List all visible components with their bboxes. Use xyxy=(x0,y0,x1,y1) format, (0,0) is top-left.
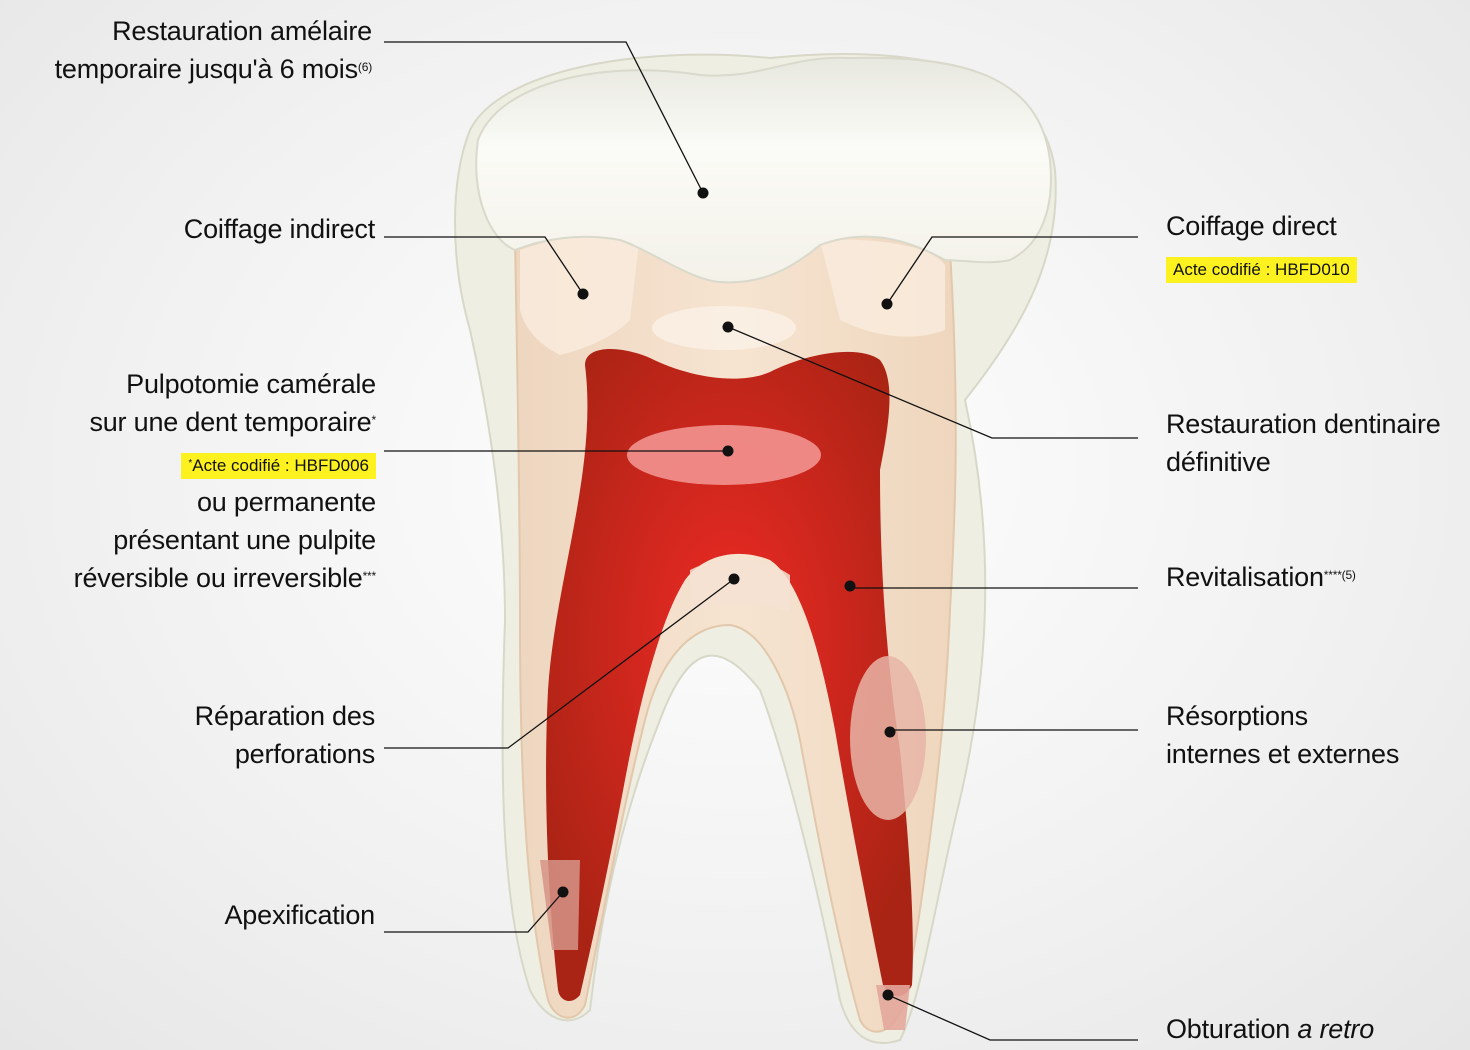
label-obturation: Obturation a retro xyxy=(1166,1010,1374,1048)
code-badge-hbfd006: *Acte codifié : HBFD006 xyxy=(181,453,376,479)
label-restauration-amelaire-line2: temporaire jusqu'à 6 mois xyxy=(55,54,358,84)
dot-apexification xyxy=(558,887,569,898)
dot-restauration-dentinaire xyxy=(723,322,734,333)
label-restauration-dentinaire-line2: définitive xyxy=(1166,443,1441,481)
label-restauration-amelaire: Restauration amélaire temporaire jusqu'à… xyxy=(55,12,372,88)
label-restauration-amelaire-line1: Restauration amélaire xyxy=(55,12,372,50)
label-reparation-line2: perforations xyxy=(195,735,375,773)
dot-revitalisation xyxy=(845,581,856,592)
dot-reparation xyxy=(729,574,740,585)
zone-pulpotomy xyxy=(627,425,821,485)
dot-pulpotomie xyxy=(723,446,734,457)
label-reparation-line1: Réparation des xyxy=(195,697,375,735)
dot-coiffage-direct xyxy=(882,299,893,310)
label-obturation-italic: a retro xyxy=(1297,1014,1374,1044)
label-pulpotomie-line5: réversible ou irreversible xyxy=(74,563,363,593)
label-pulpotomie-line3: ou permanente xyxy=(74,483,376,521)
label-revitalisation-text: Revitalisation xyxy=(1166,562,1324,592)
label-reparation: Réparation des perforations xyxy=(195,697,375,773)
code-badge-hbfd010: Acte codifié : HBFD010 xyxy=(1166,257,1357,283)
label-pulpotomie-line1: Pulpotomie camérale xyxy=(74,365,376,403)
label-restauration-dentinaire: Restauration dentinaire définitive xyxy=(1166,405,1441,481)
label-pulpotomie-line2: sur une dent temporaire xyxy=(89,407,371,437)
code-badge-hbfd006-sup: * xyxy=(188,458,192,469)
label-coiffage-direct: Coiffage direct Acte codifié : HBFD010 xyxy=(1166,207,1357,285)
zone-resorption xyxy=(850,656,926,820)
label-resorptions-line2: internes et externes xyxy=(1166,735,1399,773)
dot-coiffage-indirect xyxy=(578,289,589,300)
label-pulpotomie-line4: présentant une pulpite xyxy=(74,521,376,559)
label-restauration-dentinaire-line1: Restauration dentinaire xyxy=(1166,405,1441,443)
label-apexification: Apexification xyxy=(225,896,376,934)
footnote-asterisk: * xyxy=(372,413,376,427)
footnote-6: (6) xyxy=(358,60,372,74)
footnote-triple-asterisk: *** xyxy=(363,569,376,583)
label-resorptions: Résorptions internes et externes xyxy=(1166,697,1399,773)
label-obturation-text: Obturation xyxy=(1166,1014,1297,1044)
code-badge-hbfd006-text: Acte codifié : HBFD006 xyxy=(192,456,369,475)
dot-restauration-amelaire xyxy=(698,188,709,199)
label-coiffage-direct-title: Coiffage direct xyxy=(1166,207,1357,245)
dot-resorptions xyxy=(885,727,896,738)
footnote-5: ****(5) xyxy=(1324,568,1356,582)
label-coiffage-indirect: Coiffage indirect xyxy=(184,210,375,248)
label-resorptions-line1: Résorptions xyxy=(1166,697,1399,735)
dot-obturation xyxy=(883,990,894,1001)
leader-obturation xyxy=(888,995,1138,1040)
label-revitalisation: Revitalisation****(5) xyxy=(1166,558,1356,596)
label-pulpotomie: Pulpotomie camérale sur une dent tempora… xyxy=(74,365,376,597)
